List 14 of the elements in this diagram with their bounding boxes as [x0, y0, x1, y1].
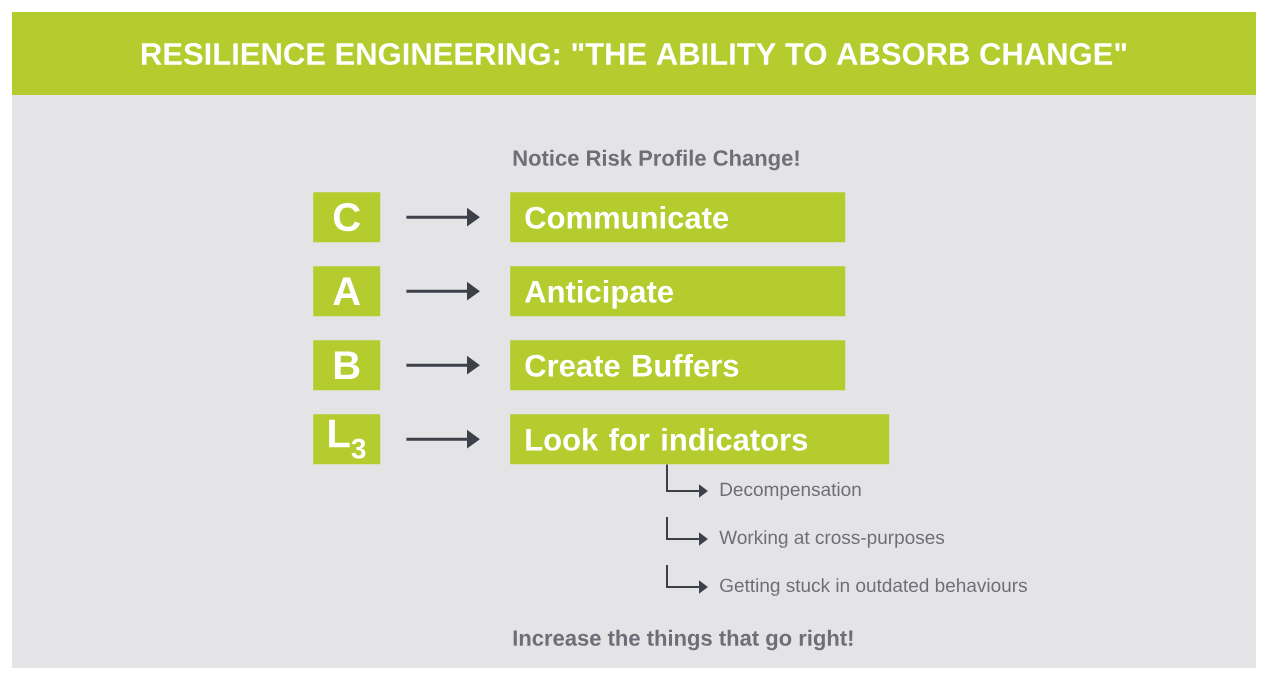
letter-box: C	[313, 192, 381, 243]
action-box: Look for indicators	[510, 414, 890, 465]
action-box: Anticipate	[510, 266, 846, 317]
letter-box: B	[313, 340, 381, 391]
action-box: Communicate	[510, 192, 846, 243]
indicator-text: Getting stuck in outdated behaviours	[720, 578, 1027, 596]
note-text: Notice Risk Profile Change!	[513, 149, 799, 171]
action-box: Create Buffers	[510, 340, 846, 391]
indicator-text: Decompensation	[720, 482, 861, 500]
note-text: Increase the things that go right!	[513, 629, 853, 651]
title-banner: RESILIENCE ENGINEERING: "THE ABILITY TO ABSORB CHANGE"	[12, 12, 1256, 95]
indicator-text: Working at cross-purposes	[719, 530, 945, 548]
letter-box: L$_{3}$	[313, 414, 381, 465]
letter-box: A	[313, 266, 381, 317]
